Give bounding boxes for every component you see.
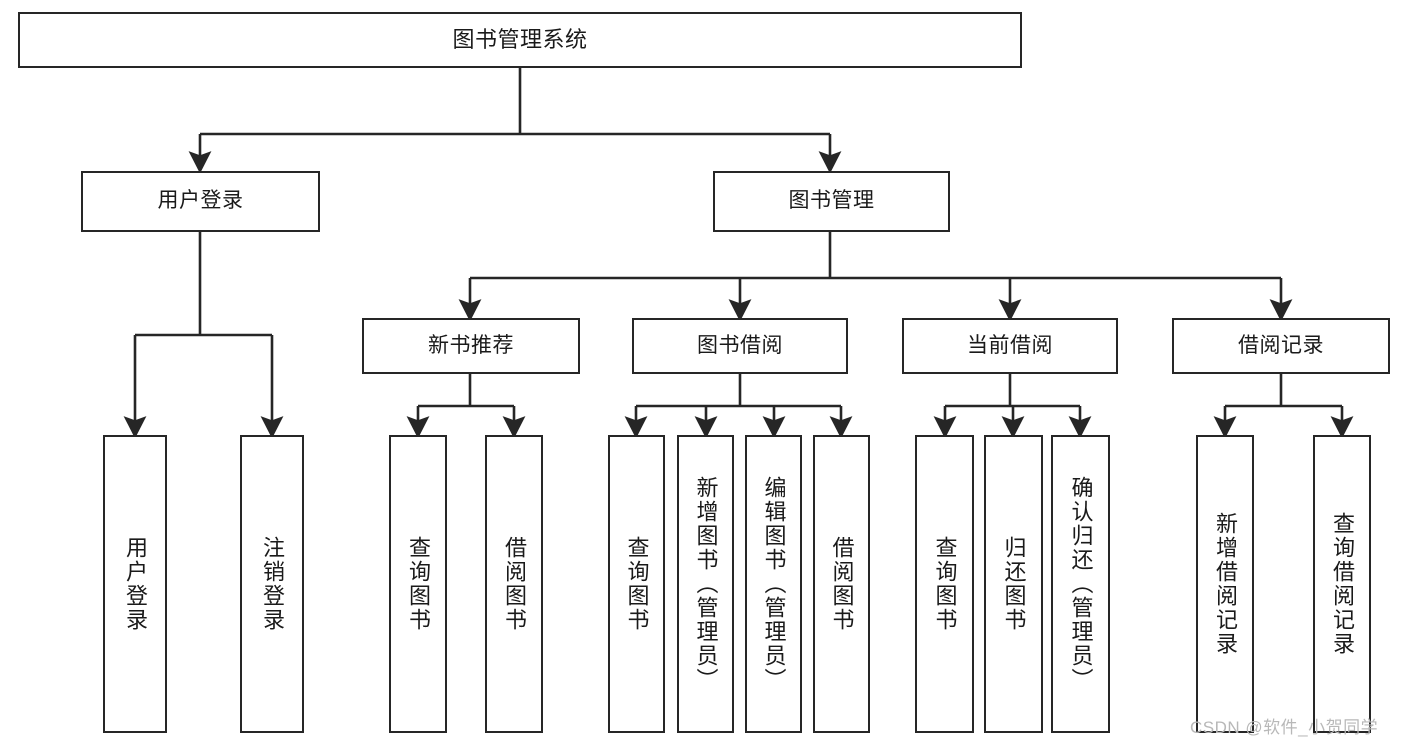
leaf-user-login[interactable]: 用户登录 — [103, 435, 167, 733]
node-label: 图书管理系统 — [452, 27, 588, 53]
node-root-book-management-system[interactable]: 图书管理系统 — [18, 12, 1022, 68]
node-label: 查询图书 — [624, 536, 650, 632]
node-label: 查询借阅记录 — [1329, 512, 1355, 656]
node-book-management[interactable]: 图书管理 — [713, 171, 950, 232]
node-current-borrow[interactable]: 当前借阅 — [902, 318, 1118, 374]
node-label: 图书管理 — [788, 189, 875, 213]
node-label: 查询图书 — [405, 536, 431, 632]
node-label: 新书推荐 — [428, 333, 514, 357]
node-label: 图书借阅 — [697, 333, 783, 357]
leaf-borrow-book-borrow[interactable]: 借阅图书 — [813, 435, 870, 733]
node-label: 确认归还（管理员） — [1068, 476, 1094, 692]
leaf-query-borrow-record[interactable]: 查询借阅记录 — [1313, 435, 1371, 733]
leaf-add-borrow-record[interactable]: 新增借阅记录 — [1196, 435, 1254, 733]
node-label: 用户登录 — [122, 536, 148, 632]
leaf-user-logout[interactable]: 注销登录 — [240, 435, 304, 733]
node-label: 注销登录 — [259, 536, 285, 632]
node-label: 编辑图书（管理员） — [761, 476, 787, 692]
leaf-query-book-current[interactable]: 查询图书 — [915, 435, 974, 733]
leaf-query-book-borrow[interactable]: 查询图书 — [608, 435, 665, 733]
node-label: 归还图书 — [1001, 536, 1027, 632]
node-label: 借阅图书 — [829, 536, 855, 632]
node-label: 用户登录 — [157, 189, 244, 213]
leaf-add-book-admin[interactable]: 新增图书（管理员） — [677, 435, 734, 733]
leaf-confirm-return-admin[interactable]: 确认归还（管理员） — [1051, 435, 1110, 733]
node-label: 新增图书（管理员） — [693, 476, 719, 692]
leaf-edit-book-admin[interactable]: 编辑图书（管理员） — [745, 435, 802, 733]
node-new-book-recommendation[interactable]: 新书推荐 — [362, 318, 580, 374]
csdn-watermark: CSDN @软件_小贺同学 — [1190, 718, 1379, 737]
node-label: 查询图书 — [932, 536, 958, 632]
node-label: 借阅图书 — [501, 536, 527, 632]
leaf-return-book[interactable]: 归还图书 — [984, 435, 1043, 733]
node-label: 当前借阅 — [967, 333, 1053, 357]
node-label: 借阅记录 — [1238, 333, 1324, 357]
leaf-query-book-new-rec[interactable]: 查询图书 — [389, 435, 447, 733]
node-user-login[interactable]: 用户登录 — [81, 171, 320, 232]
node-borrow-record[interactable]: 借阅记录 — [1172, 318, 1390, 374]
leaf-borrow-book-new-rec[interactable]: 借阅图书 — [485, 435, 543, 733]
node-book-borrow[interactable]: 图书借阅 — [632, 318, 848, 374]
node-label: 新增借阅记录 — [1212, 512, 1238, 656]
